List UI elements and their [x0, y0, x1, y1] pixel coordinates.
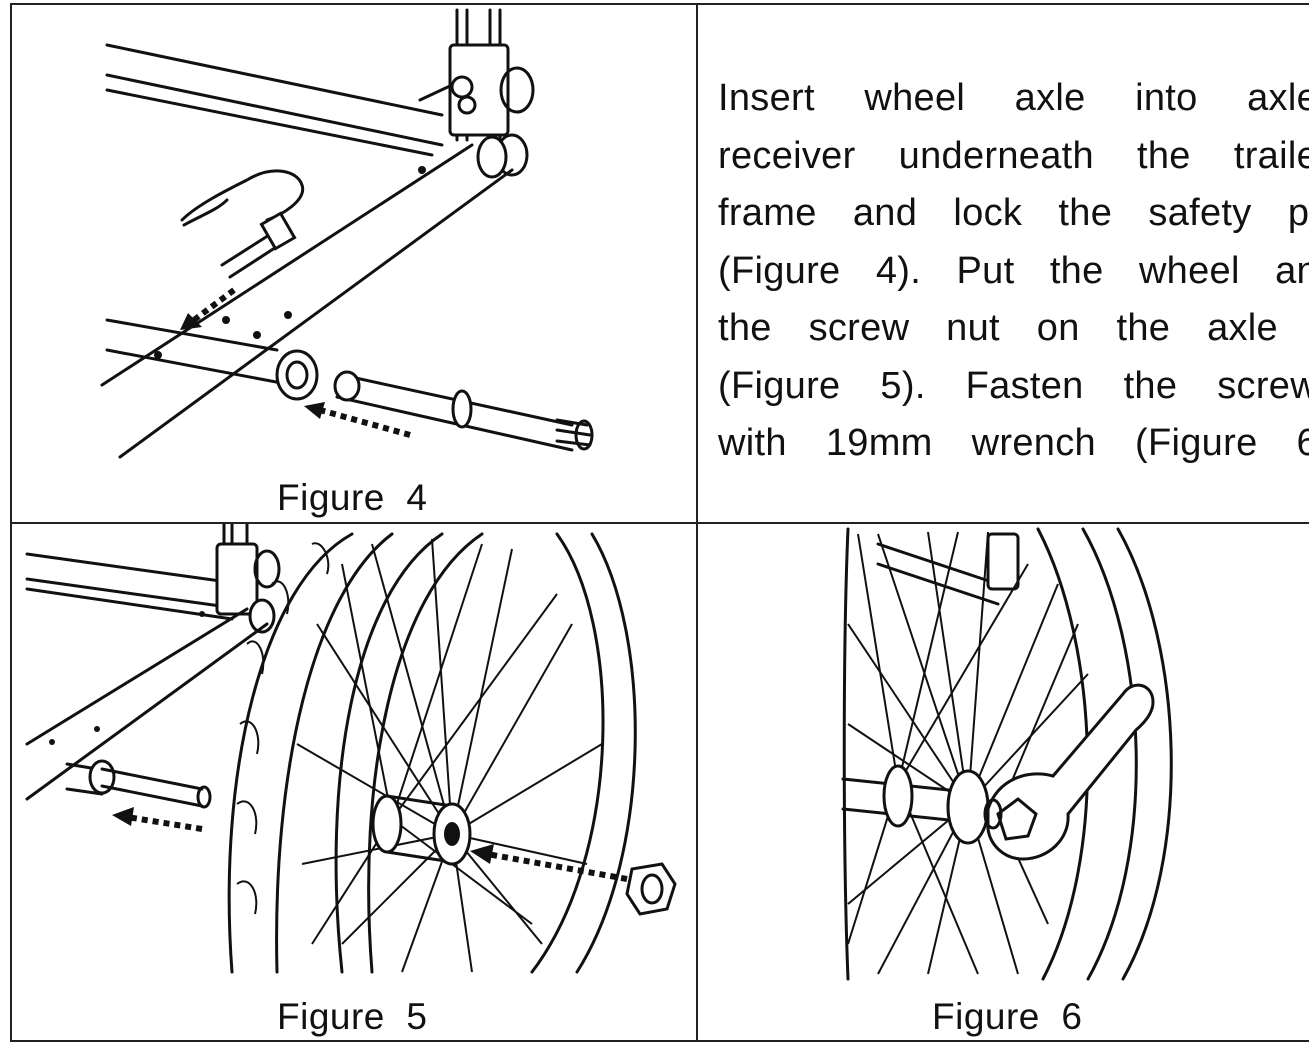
- figure-6-panel: Figure 6: [698, 524, 1309, 1042]
- instruction-line: (Figure 4). Put the wheel an: [718, 249, 1309, 292]
- grid-divider-horizontal: [10, 522, 1309, 524]
- figure-4-illustration: [100, 8, 594, 459]
- instruction-text: Insert wheel axle into axle receiver und…: [718, 70, 1309, 473]
- instruction-line: with 19mm wrench (Figure 6: [718, 422, 1309, 464]
- instruction-line: Insert wheel axle into axle: [718, 77, 1309, 119]
- instruction-line: frame and lock the safety pi: [718, 192, 1309, 234]
- instructions-panel: Insert wheel axle into axle receiver und…: [698, 5, 1309, 522]
- figure-6-illustration: [841, 527, 1173, 981]
- instruction-line: the screw nut on the axle: [718, 307, 1278, 349]
- figure-5-panel: Figure 5: [12, 524, 696, 1042]
- instruction-line: receiver underneath the traile: [718, 134, 1309, 177]
- figure-5-caption: Figure 5: [277, 996, 428, 1037]
- figure-6-caption: Figure 6: [932, 996, 1083, 1037]
- figure-4-caption: Figure 4: [277, 477, 428, 518]
- instruction-line: (Figure 5). Fasten the screw: [718, 364, 1309, 407]
- figure-4-panel: Figure 4: [12, 5, 696, 522]
- figure-5-illustration: [25, 524, 677, 974]
